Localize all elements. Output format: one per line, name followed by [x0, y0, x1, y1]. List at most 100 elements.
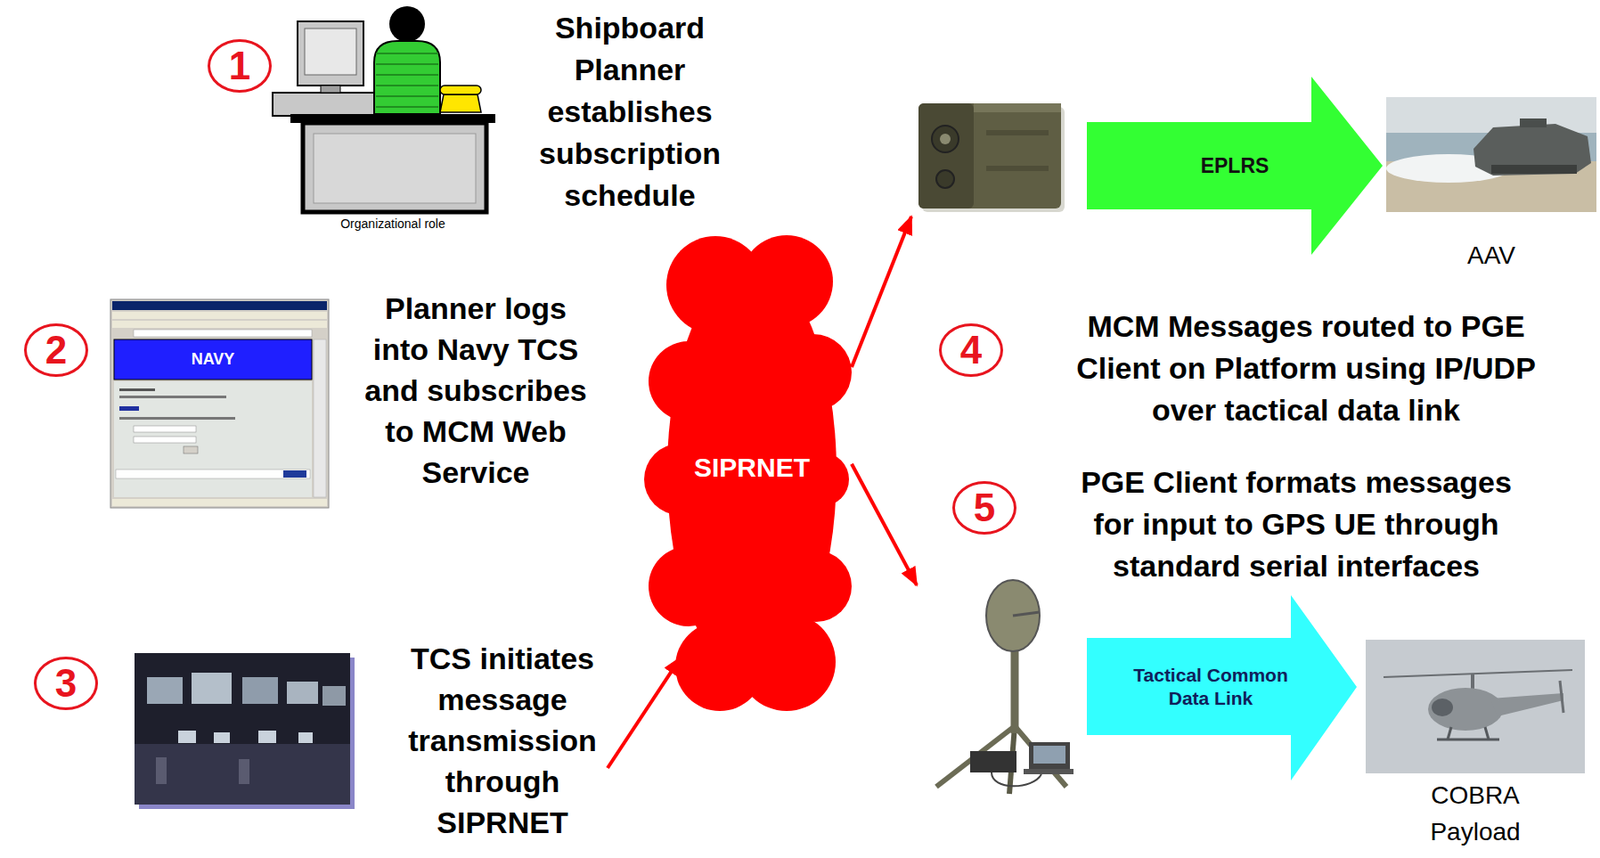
control-room-photo — [191, 672, 232, 704]
connector-arrow — [851, 464, 917, 586]
eplrs-shape — [939, 133, 951, 145]
planner-icon — [389, 6, 425, 42]
cloud-shape — [775, 334, 852, 411]
login-screenshot — [133, 425, 196, 433]
planner-icon — [297, 21, 364, 86]
step-text: Planner logs into Navy TCS and subscribe… — [355, 287, 596, 493]
eplrs-shape — [918, 103, 974, 209]
callout-number: 4 — [938, 323, 1004, 377]
login-screenshot — [133, 329, 312, 337]
control-room-photo — [134, 653, 355, 809]
login-screenshot — [115, 469, 311, 479]
login-screenshot — [119, 416, 236, 420]
login-screenshot — [133, 436, 196, 443]
network-cloud: SIPRNET — [653, 229, 852, 715]
planner-icon — [272, 6, 496, 213]
planner-icon — [440, 85, 482, 95]
helicopter-photo: COBRA Payload — [1365, 639, 1585, 852]
login-screenshot — [119, 388, 156, 392]
cobra-shape — [1447, 726, 1452, 740]
tcdl-shape — [1086, 595, 1357, 781]
tcdl-shape — [991, 772, 1042, 786]
eplrs-outline — [911, 76, 1383, 255]
control-room-photo — [238, 759, 250, 784]
eplrs-shape — [931, 125, 959, 153]
login-screenshot — [112, 311, 327, 319]
tcdl-shape — [1028, 742, 1070, 769]
planner-icon — [374, 40, 441, 115]
login-screenshot — [110, 299, 329, 508]
connector-arrow — [851, 216, 912, 368]
data-link-arrow: EPLRS — [911, 76, 1383, 255]
control-room-photo — [258, 730, 277, 743]
eplrs-shape — [986, 130, 1049, 136]
control-room-photo — [155, 757, 167, 784]
step-text: MCM Messages routed to PGE Client on Pla… — [1056, 305, 1556, 432]
vehicle-photo: AAV — [1386, 97, 1597, 276]
control-room-photo — [286, 681, 319, 704]
eplrs-shape — [973, 103, 1062, 113]
control-room-photo — [213, 732, 230, 743]
login-screenshot — [114, 381, 312, 498]
tcdl-shape — [1014, 726, 1067, 787]
tcdl-shape — [1012, 612, 1040, 616]
control-room-photo — [134, 743, 351, 805]
control-room-photo — [322, 685, 346, 706]
control-room-photo — [242, 677, 278, 704]
tcdl-outline — [916, 576, 1357, 796]
node-text: Tactical Common Data Link — [1119, 663, 1303, 711]
aav-shape — [1473, 123, 1592, 176]
data-link-arrow: Tactical Common Data Link — [916, 576, 1357, 796]
step-text: Shipboard Planner establishes subscripti… — [505, 7, 755, 217]
login-screenshot — [119, 406, 139, 411]
login-screenshot — [112, 301, 327, 311]
cloud-shape — [780, 550, 852, 622]
cobra-shape — [1470, 673, 1475, 690]
planner-icon — [440, 94, 482, 113]
cobra-shape — [1383, 669, 1573, 678]
login-screenshot — [119, 395, 227, 399]
cobra-shape — [1436, 738, 1500, 742]
cobra-shape — [1428, 687, 1503, 731]
callout-number: 5 — [952, 481, 1017, 535]
cloud-shape — [737, 612, 836, 711]
planner-icon — [375, 53, 439, 107]
login-screenshot — [283, 470, 307, 478]
cloud-shape — [648, 546, 729, 627]
cobra-shape — [1431, 698, 1454, 717]
planner-icon — [272, 92, 387, 116]
aav-shape — [1519, 118, 1547, 128]
cobra-shape — [1490, 693, 1564, 717]
planner-icon — [304, 28, 357, 75]
aav-shape — [1491, 164, 1577, 174]
eplrs-shape — [986, 165, 1049, 172]
login-screenshot — [110, 299, 329, 508]
eplrs-shape — [918, 103, 1062, 209]
control-room-photo — [298, 732, 313, 743]
tcdl-shape — [1033, 745, 1066, 764]
transmission-arrow — [607, 657, 681, 768]
cobra-shape — [1559, 680, 1564, 713]
login-screenshot — [112, 320, 327, 328]
planner-icon — [313, 133, 476, 204]
login-screenshot — [313, 339, 327, 498]
cloud-shape — [740, 235, 833, 328]
node-text: COBRA Payload — [1408, 776, 1543, 850]
callout-number: 1 — [207, 39, 272, 93]
cloud-shape — [648, 341, 729, 422]
control-room-photo — [134, 653, 351, 805]
node-text: SIPRNET — [662, 451, 841, 484]
planner-icon — [302, 122, 487, 213]
login-screenshot — [183, 446, 198, 454]
node-text: EPLRS — [1176, 153, 1293, 179]
control-room-photo — [178, 730, 196, 743]
icon-caption: Organizational role — [303, 216, 482, 231]
login-screenshot — [112, 498, 327, 507]
node-text: AAV — [1402, 240, 1581, 271]
eplrs-shape — [936, 170, 955, 188]
callout-number: 2 — [24, 323, 89, 377]
banner-text: NAVY — [114, 339, 312, 380]
planner-icon — [320, 85, 341, 93]
